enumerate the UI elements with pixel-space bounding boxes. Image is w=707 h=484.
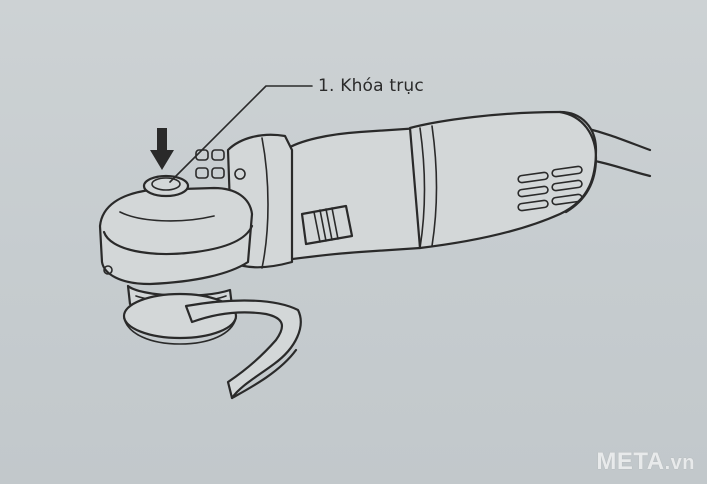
callout-label: 1. Khóa trục bbox=[318, 76, 424, 96]
power-switch bbox=[300, 204, 354, 246]
wheel-guard bbox=[184, 299, 302, 400]
vent-slots bbox=[517, 165, 583, 212]
arrow-down-icon bbox=[150, 128, 174, 170]
callout-leader bbox=[169, 85, 313, 183]
watermark-tld: .vn bbox=[664, 452, 695, 474]
spindle-lock-button bbox=[142, 174, 190, 198]
watermark-logo: META.vn bbox=[596, 448, 695, 476]
watermark-brand: META bbox=[596, 448, 665, 475]
gear-head bbox=[98, 149, 254, 286]
